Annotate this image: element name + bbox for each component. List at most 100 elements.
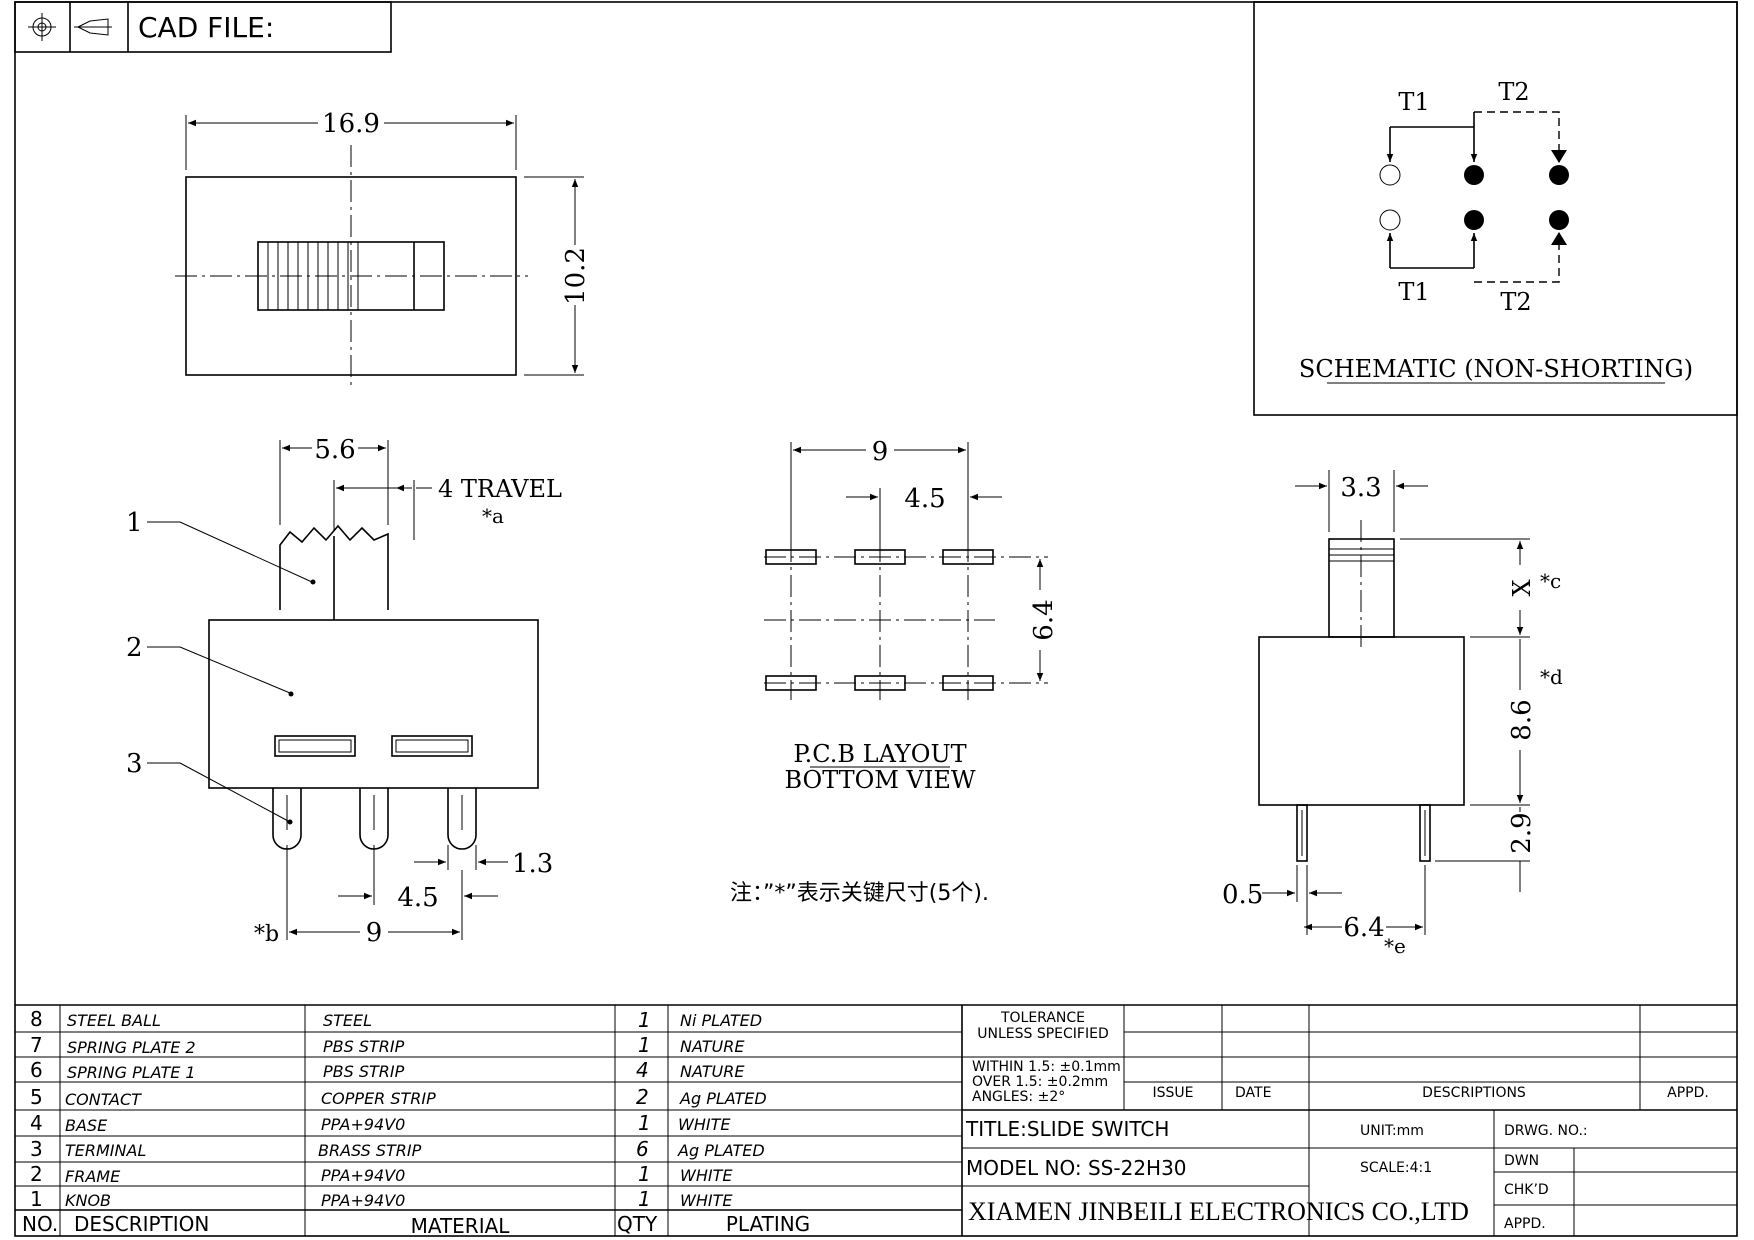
- side-body-height-dim: 8.6: [1507, 699, 1537, 740]
- side-d-mark: *d: [1540, 665, 1563, 689]
- pin-dia-dim: 1.3: [512, 849, 553, 879]
- sheet-border: [14, 1, 1738, 1237]
- top-height-dim: 10.2: [561, 247, 591, 305]
- side-view: 3.3 X *c *d 8.6 2.9 0.5 6.4 *e: [1222, 470, 1563, 958]
- bom-row-4: 4 BASE PPA+94V0 1 WHITE: [30, 1111, 731, 1135]
- side-pin-span-dim: 6.4: [1343, 913, 1384, 943]
- tolerance-within: WITHIN 1.5: ±0.1mm: [972, 1059, 1121, 1075]
- svg-text:KNOB: KNOB: [65, 1191, 111, 1210]
- bom-table: 8 STEEL BALL STEEL 1 Ni PLATED 7 SPRING …: [15, 1004, 1737, 1238]
- svg-text:SPRING PLATE 2: SPRING PLATE 2: [67, 1038, 196, 1057]
- title-block: TOLERANCE UNLESS SPECIFIED WITHIN 1.5: ±…: [962, 1005, 1737, 1236]
- pcb-title: P.C.B LAYOUT: [793, 740, 966, 768]
- svg-text:STEEL BALL: STEEL BALL: [67, 1011, 161, 1030]
- svg-text:PPA+94V0: PPA+94V0: [321, 1115, 405, 1134]
- bom-row-2: 2 FRAME PPA+94V0 1 WHITE: [30, 1162, 733, 1186]
- tolerance-over: OVER 1.5: ±0.2mm: [972, 1074, 1108, 1090]
- header-box: CAD FILE:: [14, 1, 392, 53]
- key-dimension-note: 注：”*”表示关键尺寸(5个).: [730, 881, 989, 906]
- model-number: MODEL NO: SS-22H30: [966, 1156, 1187, 1180]
- svg-text:WHITE: WHITE: [680, 1191, 733, 1210]
- svg-text:6: 6: [30, 1058, 43, 1082]
- bom-row-5: 5 CONTACT COPPER STRIP 2 Ag PLATED: [30, 1085, 767, 1109]
- pcb-height-dim: 6.4: [1029, 599, 1059, 640]
- svg-text:1: 1: [30, 1187, 43, 1211]
- svg-text:BRASS STRIP: BRASS STRIP: [318, 1141, 422, 1160]
- tolerance-title: TOLERANCE: [1000, 1010, 1085, 1026]
- issue-header: ISSUE: [1153, 1085, 1194, 1101]
- scale-field: SCALE:4:1: [1360, 1160, 1432, 1176]
- svg-text:PBS STRIP: PBS STRIP: [323, 1062, 405, 1081]
- projection-symbol-icon: [28, 13, 112, 41]
- tolerance-subtitle: UNLESS SPECIFIED: [977, 1026, 1108, 1042]
- bom-row-7: 7 SPRING PLATE 2 PBS STRIP 1 NATURE: [30, 1033, 745, 1057]
- pcb-subtitle: BOTTOM VIEW: [784, 766, 975, 794]
- top-view: 16.9 10.2: [175, 109, 591, 390]
- svg-text:Ag PLATED: Ag PLATED: [677, 1141, 765, 1160]
- checked-by-field: CHK’D: [1504, 1182, 1549, 1198]
- svg-text:PPA+94V0: PPA+94V0: [321, 1166, 405, 1185]
- svg-text:WHITE: WHITE: [678, 1115, 731, 1134]
- span-dim: 9: [366, 918, 383, 948]
- side-pin-width-dim: 0.5: [1222, 880, 1263, 910]
- drawing-title: TITLE:SLIDE SWITCH: [965, 1117, 1169, 1141]
- svg-text:2: 2: [30, 1162, 43, 1186]
- svg-text:PPA+94V0: PPA+94V0: [321, 1191, 405, 1210]
- svg-text:1: 1: [638, 1111, 651, 1135]
- bom-row-6: 6 SPRING PLATE 1 PBS STRIP 4 NATURE: [30, 1058, 745, 1082]
- schematic: T1 T2 T1 T2 SCHEMATIC (NON-SHORTING): [1253, 1, 1738, 416]
- schematic-t2-top: T2: [1498, 78, 1529, 106]
- drawing-number-field: DRWG. NO.:: [1504, 1123, 1588, 1139]
- svg-text:NATURE: NATURE: [680, 1062, 745, 1081]
- side-knob-width-dim: 3.3: [1340, 473, 1381, 503]
- schematic-t2-bottom: T2: [1500, 288, 1531, 316]
- date-header: DATE: [1235, 1085, 1271, 1101]
- svg-text:DESCRIPTION: DESCRIPTION: [74, 1212, 209, 1236]
- bom-row-8: 8 STEEL BALL STEEL 1 Ni PLATED: [30, 1007, 762, 1032]
- svg-text:1: 1: [638, 1033, 651, 1057]
- svg-text:1: 1: [638, 1008, 651, 1032]
- svg-text:8: 8: [30, 1007, 43, 1031]
- side-pin-length-dim: 2.9: [1507, 812, 1537, 853]
- side-x-dim: X: [1508, 579, 1536, 596]
- svg-text:4: 4: [30, 1111, 43, 1135]
- svg-text:1: 1: [638, 1187, 651, 1211]
- pcb-layout: 9 4.5 6.4 P.C.B LAYOUT BOTTOM VIEW: [764, 437, 1059, 794]
- drawn-by-field: DWN: [1504, 1153, 1539, 1169]
- svg-text:QTY: QTY: [617, 1212, 658, 1236]
- svg-text:Ni PLATED: Ni PLATED: [680, 1011, 762, 1030]
- cad-file-label: CAD FILE:: [138, 11, 274, 44]
- svg-text:4: 4: [636, 1058, 649, 1082]
- company-name: XIAMEN JINBEILI ELECTRONICS CO.,LTD: [968, 1197, 1469, 1226]
- travel-dim: 4 TRAVEL: [438, 475, 562, 503]
- bom-header-row: NO. DESCRIPTION MATERIAL QTY PLATING: [22, 1212, 810, 1238]
- svg-text:COPPER STRIP: COPPER STRIP: [321, 1089, 436, 1108]
- pitch-dim: 4.5: [397, 883, 438, 913]
- front-view: 1 2 3 5.6 4 TRAVEL *a 1.3 4.5: [126, 435, 562, 948]
- callout-2: 2: [126, 633, 143, 663]
- svg-text:CONTACT: CONTACT: [65, 1090, 142, 1109]
- approved-header: APPD.: [1667, 1085, 1709, 1101]
- svg-text:BASE: BASE: [65, 1116, 108, 1135]
- svg-text:5: 5: [30, 1085, 43, 1109]
- svg-text:MATERIAL: MATERIAL: [411, 1214, 511, 1238]
- svg-text:6: 6: [636, 1137, 649, 1161]
- knob-width-dim: 5.6: [314, 435, 355, 465]
- svg-text:PBS STRIP: PBS STRIP: [323, 1037, 405, 1056]
- side-x-mark: *c: [1540, 569, 1561, 593]
- top-width-dim: 16.9: [322, 109, 380, 139]
- bom-row-1: 1 KNOB PPA+94V0 1 WHITE: [30, 1187, 733, 1211]
- callout-3: 3: [126, 749, 143, 779]
- svg-text:1: 1: [638, 1162, 651, 1186]
- unit-field: UNIT:mm: [1360, 1123, 1424, 1139]
- descriptions-header: DESCRIPTIONS: [1422, 1085, 1526, 1101]
- svg-text:FRAME: FRAME: [65, 1167, 121, 1186]
- pcb-pitch-dim: 4.5: [904, 484, 945, 514]
- schematic-t1-bottom: T1: [1398, 278, 1429, 306]
- span-mark: *b: [254, 922, 279, 947]
- side-e-mark: *e: [1384, 934, 1406, 958]
- svg-text:SPRING PLATE 1: SPRING PLATE 1: [67, 1063, 196, 1082]
- svg-text:WHITE: WHITE: [680, 1166, 733, 1185]
- svg-text:7: 7: [30, 1033, 43, 1057]
